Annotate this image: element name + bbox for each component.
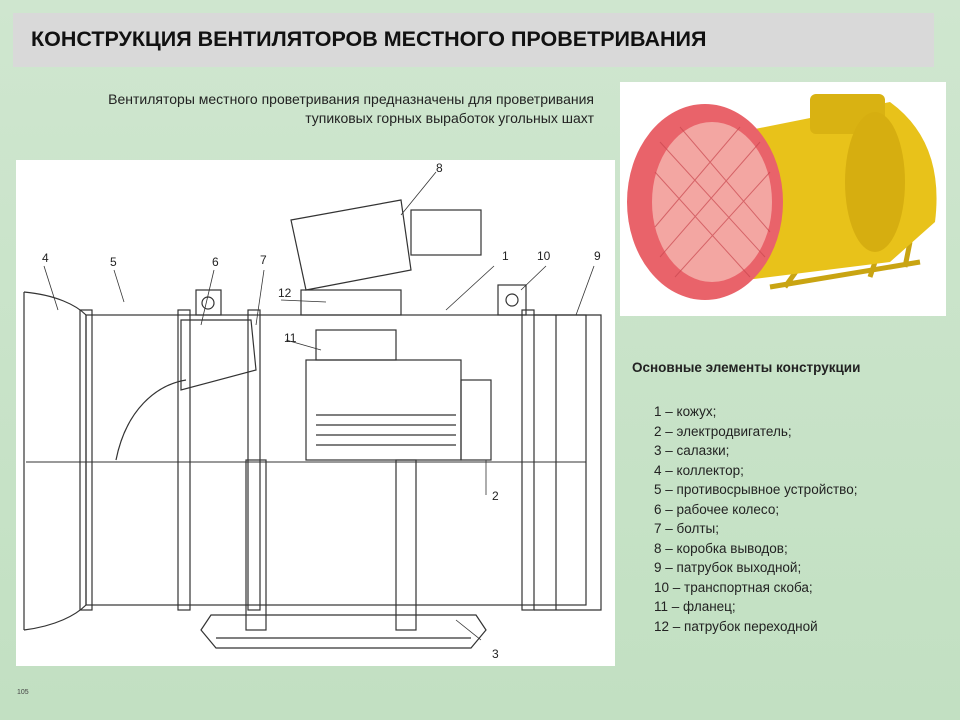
- list-item: 2 – электродвигатель;: [654, 423, 792, 439]
- list-item: 8 – коробка выводов;: [654, 540, 788, 556]
- terminal-box-outline: [290, 199, 412, 291]
- callout-12: 12: [278, 286, 292, 300]
- callout-5: 5: [110, 255, 117, 269]
- callout-3: 3: [492, 647, 499, 661]
- list-item: 3 – салазки;: [654, 443, 730, 458]
- drawing-svg: 4 5 6 7 8 12 11 1 10 9 2 3: [23, 161, 602, 661]
- fan-photo-svg: [627, 94, 937, 300]
- intro-line-1: Вентиляторы местного проветривания предн…: [108, 91, 594, 107]
- list-item: 9 – патрубок выходной;: [654, 560, 802, 575]
- slide-number: 105: [17, 689, 29, 696]
- components-heading: Основные элементы конструкции: [632, 360, 861, 375]
- callout-7: 7: [260, 253, 267, 267]
- intro-text: Вентиляторы местного проветривания предн…: [14, 90, 594, 128]
- impeller-outline: [180, 319, 257, 391]
- list-item: 1 – кожух;: [654, 404, 717, 419]
- list-item: 10 – транспортная скоба;: [654, 579, 813, 595]
- page-title: КОНСТРУКЦИЯ ВЕНТИЛЯТОРОВ МЕСТНОГО ПРОВЕТ…: [31, 27, 707, 51]
- callout-1: 1: [502, 249, 509, 263]
- list-item: 6 – рабочее колесо;: [654, 501, 780, 517]
- skid-outline: [200, 614, 487, 649]
- collector-outline: [23, 291, 87, 631]
- callout-2: 2: [492, 489, 499, 503]
- list-item: 7 – болты;: [654, 521, 719, 536]
- fan-technical-drawing: 4 5 6 7 8 12 11 1 10 9 2 3: [16, 160, 615, 666]
- title-bar: КОНСТРУКЦИЯ ВЕНТИЛЯТОРОВ МЕСТНОГО ПРОВЕТ…: [13, 13, 934, 67]
- callout-9: 9: [594, 249, 601, 263]
- callout-4: 4: [42, 251, 49, 265]
- callout-11: 11: [284, 331, 297, 345]
- callout-10: 10: [537, 249, 551, 263]
- list-item: 4 – коллектор;: [654, 462, 744, 478]
- intro-line-2: тупиковых горных выработок угольных шахт: [305, 110, 594, 126]
- list-item: 5 – противосрывное устройство;: [654, 482, 858, 497]
- callout-6: 6: [212, 255, 219, 269]
- callout-8: 8: [436, 161, 443, 175]
- list-item: 12 – патрубок переходной: [654, 618, 818, 634]
- fan-photo: [620, 82, 946, 316]
- components-list: 1 – кожух; 2 – электродвигатель; 3 – сал…: [654, 402, 857, 636]
- list-item: 11 – фланец;: [654, 599, 736, 614]
